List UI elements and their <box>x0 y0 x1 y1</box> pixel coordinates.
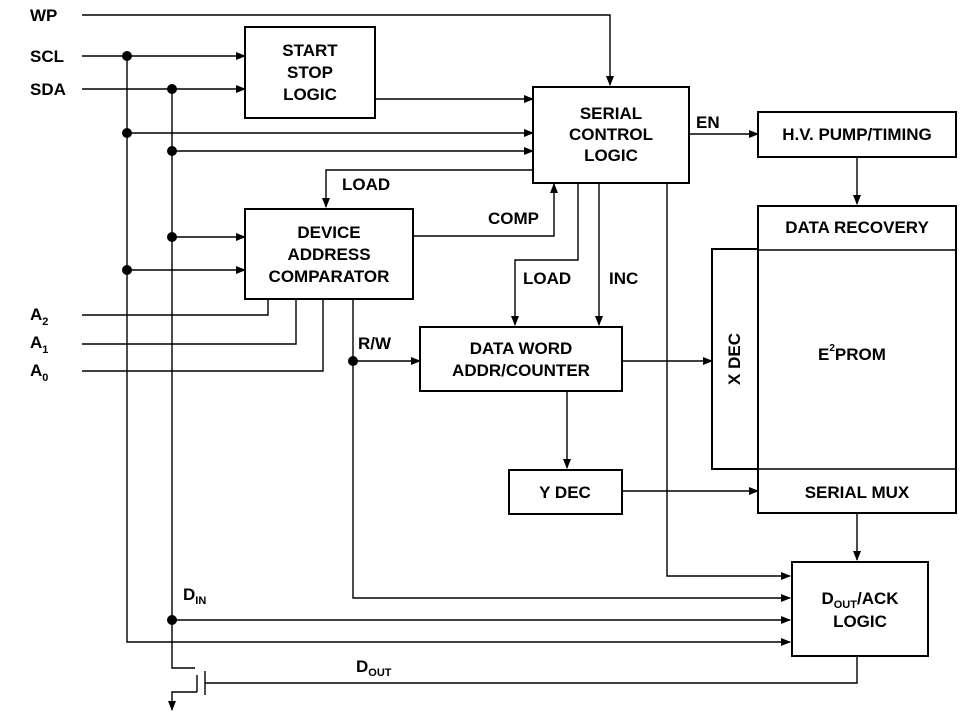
wp-pin-label: WP <box>30 6 57 25</box>
dout-signal-label: DOUT <box>356 657 392 679</box>
x-dec-label: X DEC <box>725 333 744 385</box>
sda-vertical <box>171 89 195 669</box>
x-dec-block: X DEC <box>711 248 759 470</box>
device-addr-line-2: ADDRESS <box>287 245 370 264</box>
load-signal-label: LOAD <box>342 175 390 194</box>
en-signal-label: EN <box>696 113 720 132</box>
a1-pin-label: A1 <box>30 333 48 356</box>
eeprom-array-block: DATA RECOVERY E2PROM SERIAL MUX <box>757 205 957 514</box>
dout-line <box>205 656 858 684</box>
a0-pin-label: A0 <box>30 361 48 384</box>
comp-line <box>413 183 558 237</box>
wp-line <box>82 14 614 86</box>
serial-mux-label: SERIAL MUX <box>805 483 910 502</box>
start-stop-line-1: START <box>282 41 338 60</box>
start-stop-logic-block: START STOP LOGIC <box>244 26 376 119</box>
serial-control-logic-block: SERIAL CONTROL LOGIC <box>532 86 690 184</box>
serial-control-line-2: CONTROL <box>569 125 653 144</box>
load-line-1 <box>322 169 533 208</box>
a2-line <box>82 299 269 316</box>
junction-dot <box>167 232 177 242</box>
a0-line <box>82 299 324 372</box>
junction-dot <box>167 84 177 94</box>
junction-dot <box>167 146 177 156</box>
scl-vertical <box>126 56 791 646</box>
hv-pump-timing-block: H.V. PUMP/TIMING <box>757 111 957 158</box>
rw-line <box>352 299 791 602</box>
y-dec-block: Y DEC <box>508 469 623 515</box>
pin-labels: WP SCL SDA A2 A1 A0 <box>30 6 66 384</box>
junctions <box>122 51 358 625</box>
comp-signal-label: COMP <box>488 209 539 228</box>
device-addr-line-3: COMPARATOR <box>269 267 390 286</box>
a2-pin-label: A2 <box>30 305 48 328</box>
sda-pin-label: SDA <box>30 80 66 99</box>
dout-ack-line-2: LOGIC <box>833 612 887 631</box>
y-dec-label: Y DEC <box>539 483 591 502</box>
start-stop-line-3: LOGIC <box>283 85 337 104</box>
load-line-2 <box>511 184 579 326</box>
dout-ack-line-1: DOUT/ACK <box>821 589 899 611</box>
transistor-source <box>168 691 197 711</box>
inc-signal-label: INC <box>609 269 638 288</box>
din-signal-label: DIN <box>183 585 206 607</box>
data-word-line-2: ADDR/COUNTER <box>452 361 590 380</box>
serial-control-line-1: SERIAL <box>580 104 642 123</box>
device-addr-line-1: DEVICE <box>297 223 360 242</box>
data-word-line-1: DATA WORD <box>470 339 573 358</box>
rw-signal-label: R/W <box>358 334 392 353</box>
a1-line <box>82 299 297 345</box>
dout-ack-logic-block: DOUT/ACK LOGIC <box>791 561 929 657</box>
scl-pin-label: SCL <box>30 47 64 66</box>
start-stop-line-2: STOP <box>287 63 333 82</box>
load-signal-label-2: LOAD <box>523 269 571 288</box>
eeprom-label: E2PROM <box>818 343 886 364</box>
data-recovery-label: DATA RECOVERY <box>785 218 929 237</box>
junction-dot <box>122 128 132 138</box>
wires <box>82 14 861 711</box>
device-address-comparator-block: DEVICE ADDRESS COMPARATOR <box>244 208 414 300</box>
junction-dot <box>348 356 358 366</box>
hv-pump-label: H.V. PUMP/TIMING <box>782 125 932 144</box>
junction-dot <box>122 265 132 275</box>
serial-control-line-3: LOGIC <box>584 146 638 165</box>
junction-dot <box>122 51 132 61</box>
data-word-addr-counter-block: DATA WORD ADDR/COUNTER <box>419 326 623 392</box>
junction-dot <box>167 615 177 625</box>
signal-labels: EN LOAD COMP LOAD INC R/W DIN DOUT <box>183 113 720 679</box>
control-to-dout <box>666 184 791 580</box>
